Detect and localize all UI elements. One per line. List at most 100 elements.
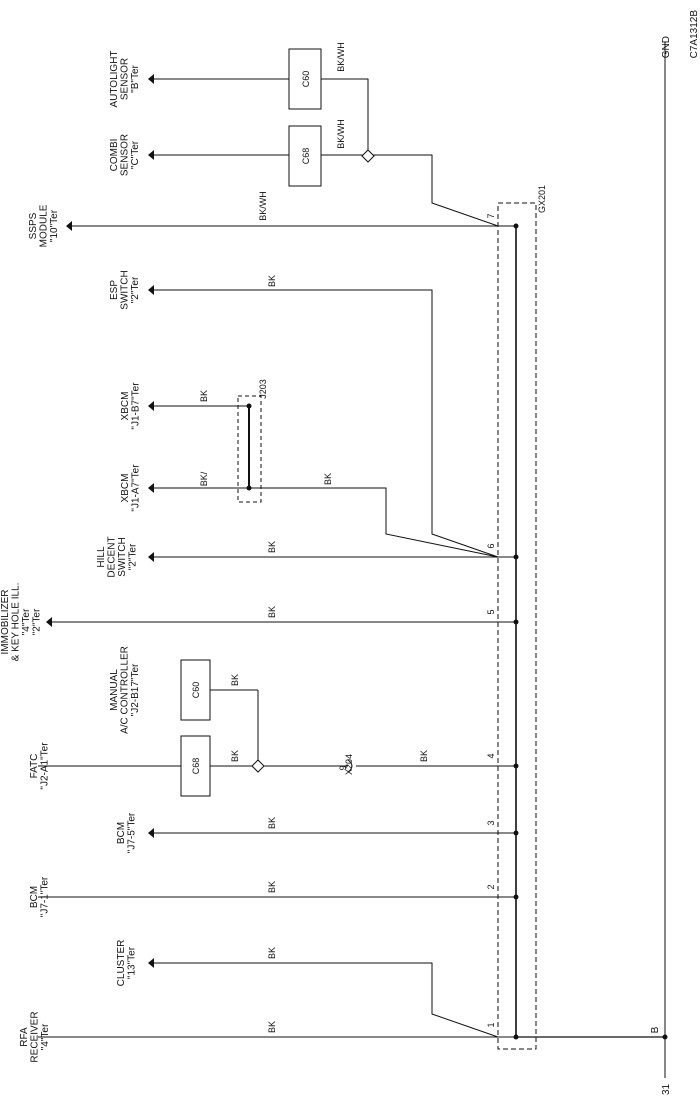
component-label-line: "J7-1"Ter xyxy=(40,876,51,917)
component-label-line: MANUAL xyxy=(109,669,120,711)
pin-7: 7 xyxy=(486,213,496,218)
component-manual-ac-controller: MANUALA/C CONTROLLER"J2-B17"Ter xyxy=(109,646,141,734)
wire-label-cluster: BK xyxy=(267,947,277,959)
component-label-line: SENSOR xyxy=(120,134,131,176)
pin-4: 4 xyxy=(486,753,496,758)
pin-1: 1 xyxy=(486,1022,496,1027)
component-label-line: "J1-A7"Ter xyxy=(131,464,142,512)
wire-label-esp: BK xyxy=(267,275,277,287)
arrow-hill xyxy=(148,552,154,562)
component-label-line: "C"Ter xyxy=(130,140,141,169)
connector-c68-bottom xyxy=(180,735,211,797)
component-label-line: "13"Ter xyxy=(127,946,138,979)
component-fatc: FATC"J2-A1"Ter xyxy=(29,742,51,790)
component-label-line: XBCM xyxy=(120,474,131,503)
component-autolight-sensor: AUTOLIGHTSENSOR"B"Ter xyxy=(109,50,141,107)
ground-node-label: B xyxy=(650,1026,661,1033)
component-label-line: MODULE xyxy=(39,204,50,247)
wire-label-hill: BK xyxy=(267,541,277,553)
junction-label: J203 xyxy=(258,379,268,399)
component-combi-sensor: COMBISENSOR"C"Ter xyxy=(109,134,141,176)
arrow-immobilizer xyxy=(46,617,52,627)
wire-label-manual-ac: BK xyxy=(230,674,240,686)
component-label-line: RFA xyxy=(19,1027,30,1047)
wire-labels: BK/WH BK/WH BK/WH BK BK BK/ BK BK BK BK … xyxy=(199,42,429,1033)
component-label-line: "2"Ter xyxy=(130,276,141,303)
component-label-line: DECENT xyxy=(107,536,118,577)
arrow-xbcm-b7 xyxy=(148,401,154,411)
ground-bus xyxy=(516,42,668,1078)
wire-label-fatc-right: BK xyxy=(419,750,429,762)
component-xbcm-j1-b7: XBCM"J1-B7"Ter xyxy=(120,382,142,430)
wire-label-xbcm-a7-right: BK xyxy=(323,473,333,485)
component-rfa-receiver: RFARECEIVER"4"Ter xyxy=(19,1011,51,1062)
junction-j203 xyxy=(237,395,262,503)
connector-c60-bottom xyxy=(180,659,211,721)
component-label-line: HILL xyxy=(96,546,107,568)
component-esp-switch: ESPSWITCH"2"Ter xyxy=(109,270,141,309)
connector-c68-top xyxy=(288,125,322,187)
pin-6: 6 xyxy=(486,543,496,548)
component-label-line: SWITCH xyxy=(120,270,131,309)
component-hill-decent-switch: HILLDECENTSWITCH"2"Ter xyxy=(96,536,139,577)
splice-diamond-bottom xyxy=(251,759,265,773)
ground-point-label: 31 xyxy=(661,1083,672,1095)
component-label-line: FATC xyxy=(29,754,40,779)
component-label-line: "4"Ter xyxy=(21,608,32,635)
pin-5: 5 xyxy=(486,609,496,614)
connector-c60-top-label: C60 xyxy=(301,71,311,88)
arrow-xbcm-a7 xyxy=(148,483,154,493)
splice-pack xyxy=(497,202,537,1050)
wire-label-ssps: BK/WH xyxy=(258,191,268,221)
wire-label-bcm-j7-5: BK xyxy=(267,817,277,829)
wire-label-autolight: BK/WH xyxy=(336,42,346,72)
wire-label-rfa: BK xyxy=(267,1021,277,1033)
arrow-cluster xyxy=(148,958,154,968)
component-labels: AUTOLIGHTSENSOR"B"Ter COMBISENSOR"C"Ter … xyxy=(0,50,142,1062)
wire-label-combi: BK/WH xyxy=(336,119,346,149)
component-cluster: CLUSTER"13"Ter xyxy=(116,940,138,987)
wire-label-fatc-left: BK xyxy=(230,750,240,762)
component-label-line: A/C CONTROLLER xyxy=(120,646,131,734)
component-label-line: RECEIVER xyxy=(30,1011,41,1062)
component-immobilizer: IMMOBILIZER& KEY HOLE ILL."4"Ter"2"Ter xyxy=(0,583,43,662)
component-label-line: ESP xyxy=(109,280,120,300)
arrow-combi xyxy=(148,150,154,160)
gnd-label: GND xyxy=(661,36,672,58)
component-label-line: "J2-A1"Ter xyxy=(40,742,51,790)
x204-pin-label: 9 xyxy=(338,765,348,770)
component-label-line: & KEY HOLE ILL. xyxy=(11,583,22,662)
diagram-code: C7A1312B xyxy=(689,10,700,59)
component-bcm-j7-1: BCM"J7-1"Ter xyxy=(29,876,51,917)
component-label-line: "2"Ter xyxy=(32,608,43,635)
component-label-line: SENSOR xyxy=(120,58,131,100)
splice-pack-label: GX201 xyxy=(537,185,547,213)
component-xbcm-j1-a7: XBCM"J1-A7"Ter xyxy=(120,464,142,512)
pin-numbers: 7 6 5 4 3 2 1 xyxy=(486,213,496,1027)
component-bcm-j7-5: BCM"J7-5"Ter xyxy=(116,812,138,853)
arrow-bcm-j7-5 xyxy=(148,828,154,838)
component-label-line: XBCM xyxy=(120,392,131,421)
pin-3: 3 xyxy=(486,820,496,825)
terminal-arrows xyxy=(46,74,154,968)
wires xyxy=(38,78,516,1038)
component-label-line: IMMOBILIZER xyxy=(0,589,11,654)
component-label-line: "10"Ter xyxy=(49,209,60,242)
component-label-line: "J7-5"Ter xyxy=(127,812,138,853)
component-label-line: "2"Ter xyxy=(128,543,139,570)
wire-label-immobilizer: BK xyxy=(267,606,277,618)
x204-connector-symbol xyxy=(347,759,353,773)
pin-2: 2 xyxy=(486,884,496,889)
arrow-esp xyxy=(148,285,154,295)
component-label-line: AUTOLIGHT xyxy=(109,50,120,107)
component-label-line: "J2-B17"Ter xyxy=(130,663,141,716)
connector-c60-bottom-label: C60 xyxy=(191,682,201,699)
component-label-line: CLUSTER xyxy=(116,940,127,987)
wire-label-xbcm-a7-left: BK/ xyxy=(199,471,209,486)
component-ssps-module: SSPSMODULE"10"Ter xyxy=(28,204,60,247)
component-label-line: SWITCH xyxy=(117,537,128,576)
wire-label-bcm-j7-1: BK xyxy=(267,881,277,893)
splice-diamond-top xyxy=(361,149,375,163)
component-label-line: SSPS xyxy=(28,212,39,239)
